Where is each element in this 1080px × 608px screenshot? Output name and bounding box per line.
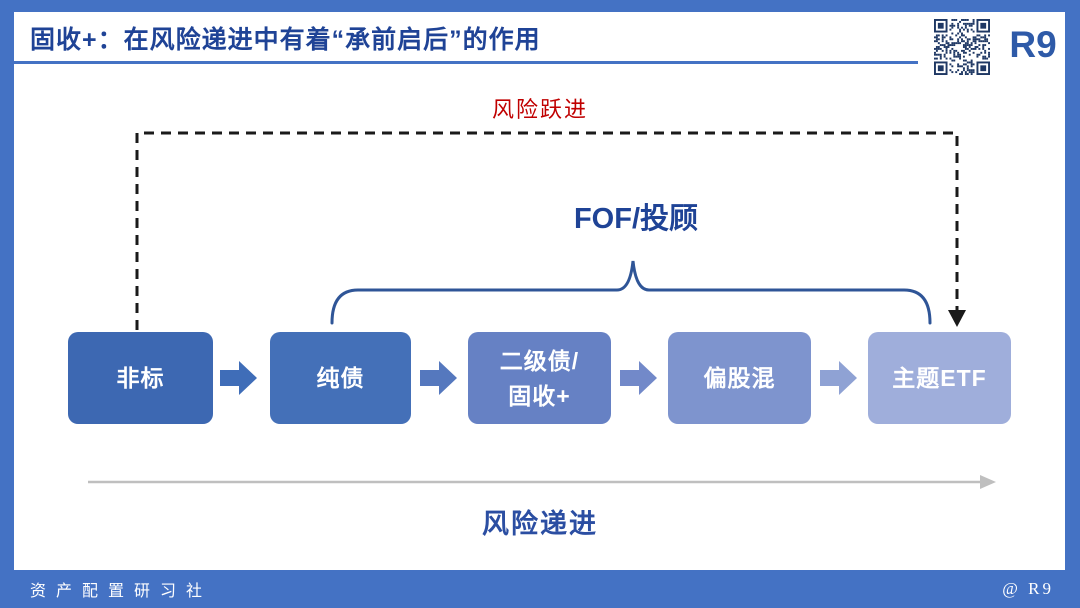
fof-brace — [330, 260, 932, 325]
stage-box-zhuti-etf: 主题ETF — [868, 332, 1011, 424]
flow-arrow-icon-1 — [220, 361, 257, 395]
gray-arrowhead-icon — [980, 475, 996, 489]
footer-brand: 资产配置研习社 — [30, 583, 213, 600]
flow-arrow-icon-2 — [420, 361, 457, 395]
qr-code — [933, 19, 991, 75]
flow-arrow-icon-3 — [620, 361, 657, 395]
flow-arrow-icon-4 — [820, 361, 857, 395]
fof-label: FOF/投顾 — [573, 203, 699, 235]
frame-right-border — [1065, 0, 1080, 608]
stage-label: 纯债 — [316, 365, 365, 391]
frame-left-border — [0, 0, 14, 608]
stage-label: 主题ETF — [892, 365, 987, 391]
page-title: 固收+：在风险递进中有着“承前启后”的作用 — [30, 26, 541, 54]
stage-box-chunzhai: 纯债 — [270, 332, 411, 424]
risk-jump-label: 风险跃进 — [491, 97, 588, 122]
risk-progression-label: 风险递进 — [482, 509, 598, 539]
footer-watermark: @ R9 — [1002, 579, 1054, 598]
stage-box-piangu-hun: 偏股混 — [668, 332, 811, 424]
footer-bar: 资产配置研习社 @ R9 — [0, 570, 1080, 608]
stage-label: 非标 — [116, 365, 165, 391]
title-divider — [14, 61, 918, 64]
qr-finder-patterns — [934, 19, 990, 75]
stage-box-feibiao: 非标 — [68, 332, 213, 424]
logo-r9: R9 — [1009, 24, 1057, 65]
dashed-arrowhead-icon — [948, 310, 966, 327]
stage-label: 偏股混 — [703, 365, 776, 391]
stage-label-line2: 固收+ — [508, 382, 571, 409]
stage-label: 二级债/ — [499, 347, 580, 374]
frame-top-border — [0, 0, 1080, 12]
stage-box-erjizhai-gushou: 二级债/ 固收+ — [468, 332, 611, 424]
qr-noise-cells — [934, 19, 990, 75]
